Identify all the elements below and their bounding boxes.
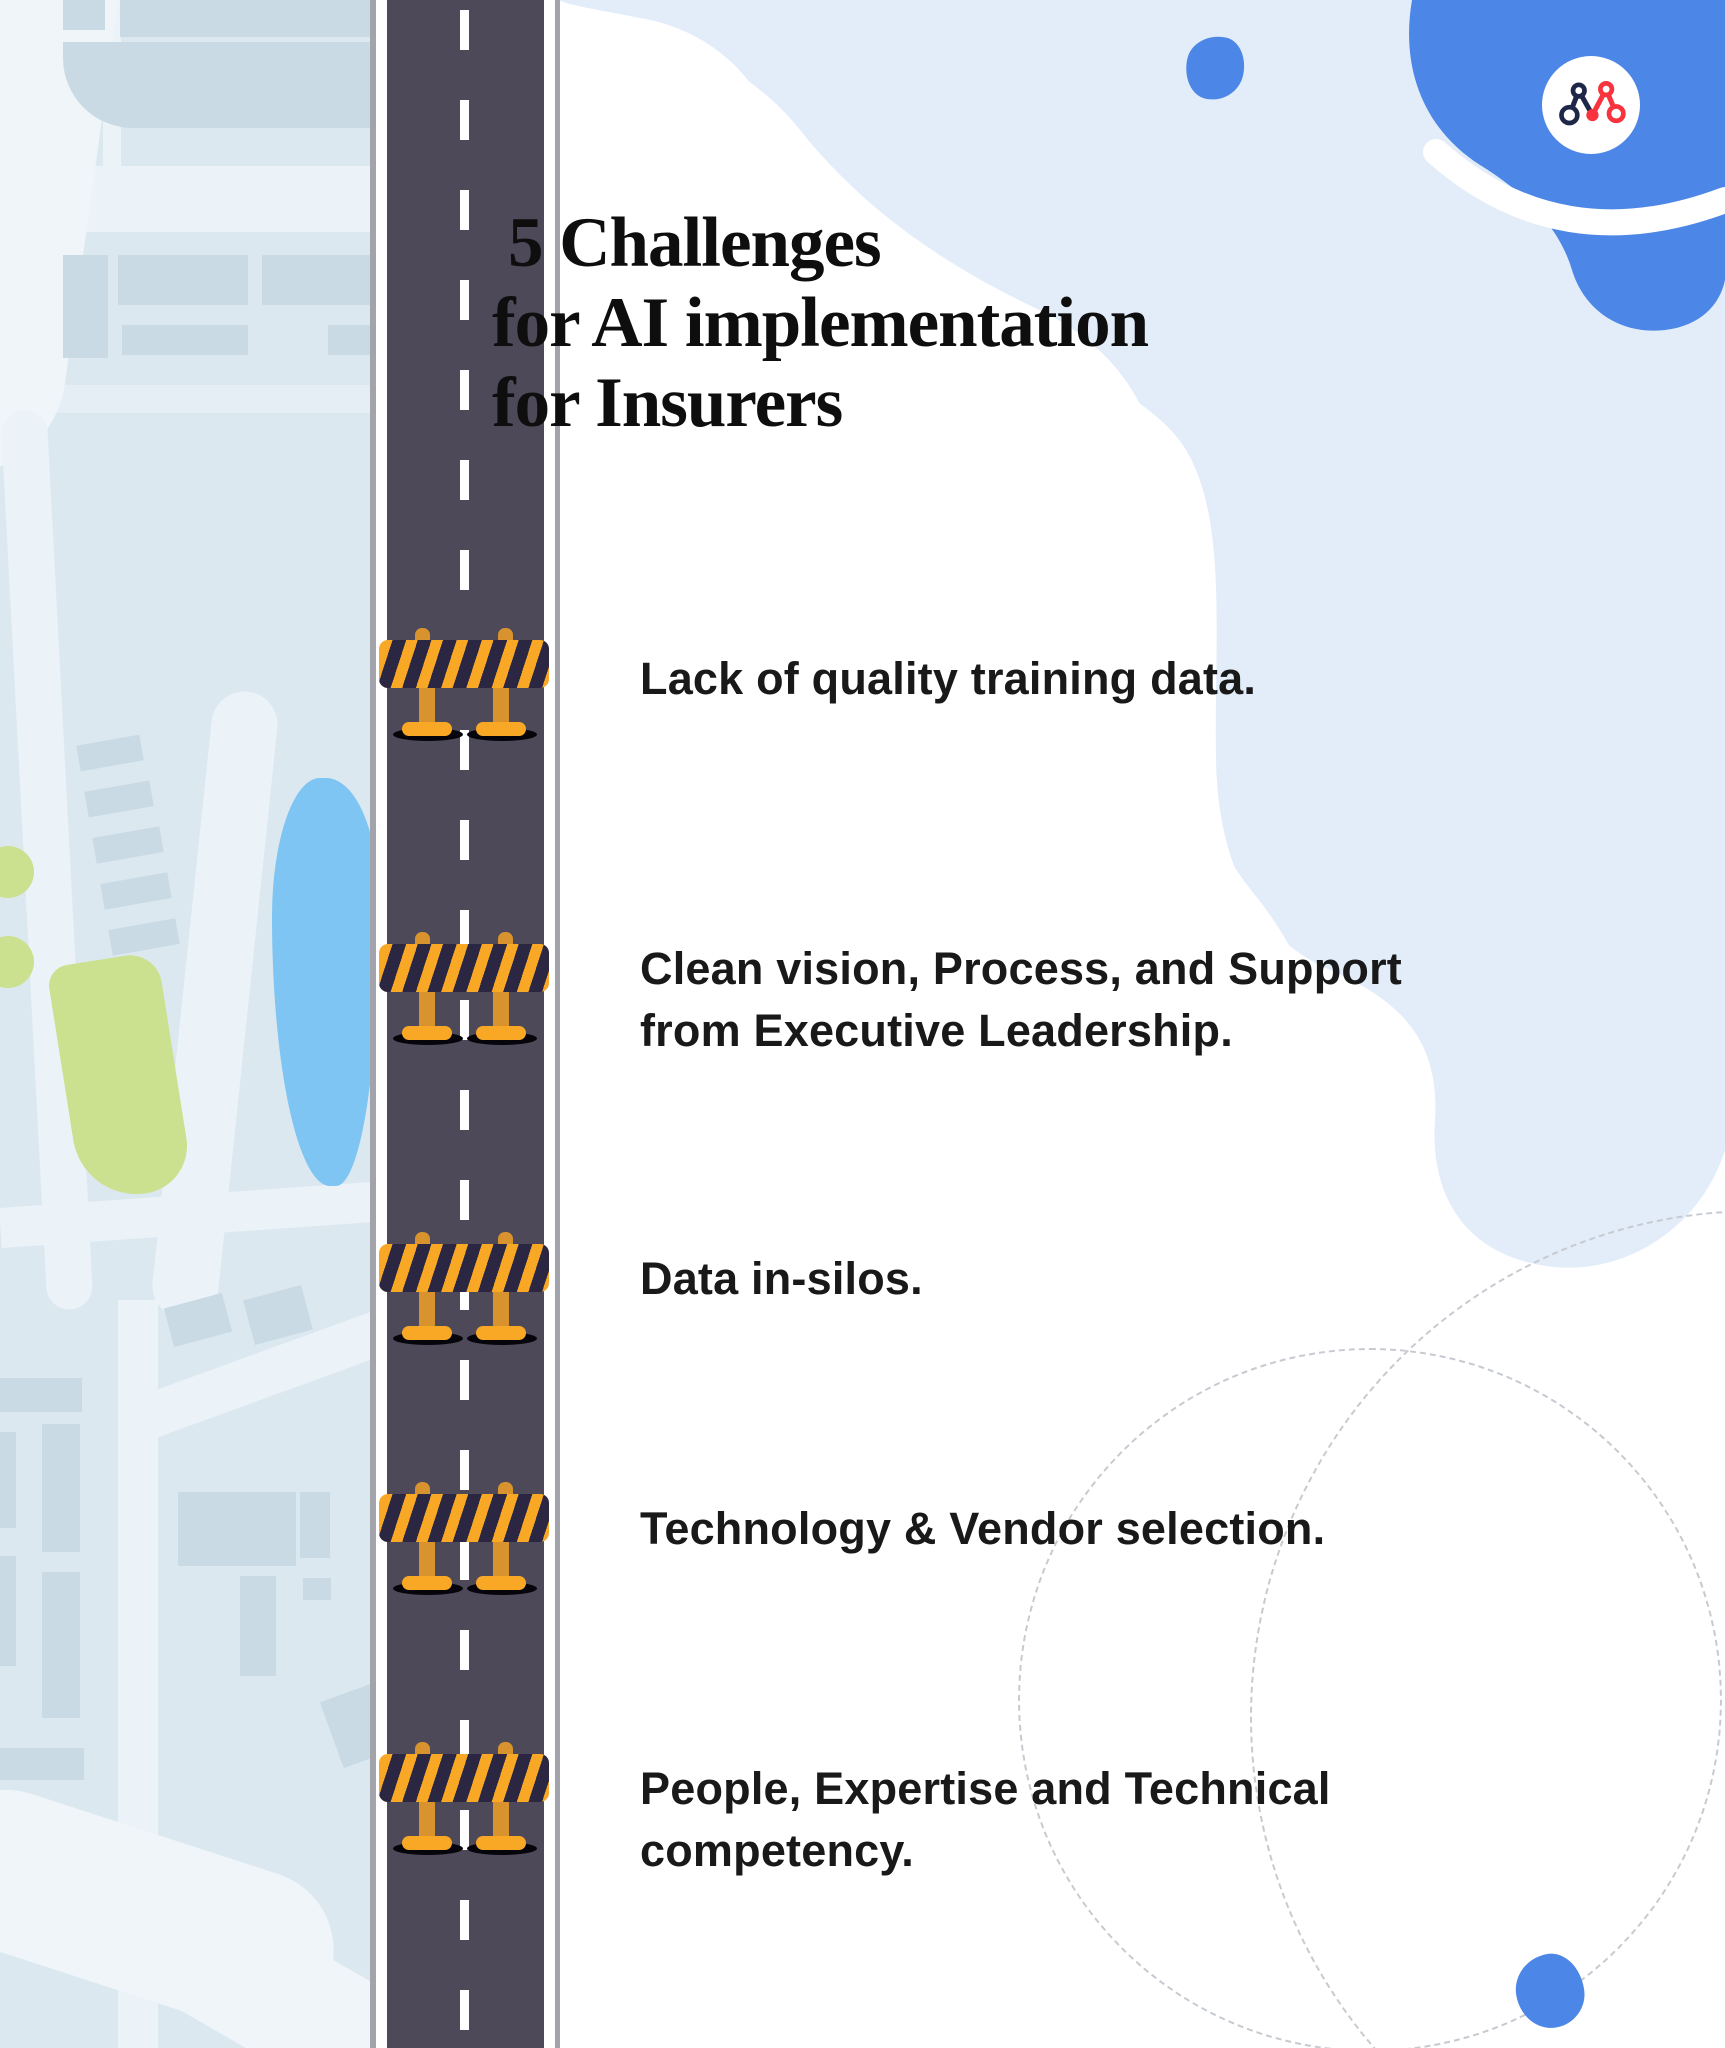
barrier-leg bbox=[419, 686, 435, 728]
map-block bbox=[303, 1578, 331, 1600]
roadblock-icon bbox=[379, 1740, 549, 1856]
barrier-foot bbox=[476, 1026, 526, 1040]
map-block bbox=[240, 1576, 276, 1676]
map-block bbox=[262, 255, 374, 305]
logo-badge bbox=[1542, 56, 1640, 154]
map-block bbox=[178, 1492, 296, 1566]
map-block bbox=[0, 1556, 16, 1666]
road-edge-line bbox=[555, 0, 560, 2048]
map-block bbox=[63, 0, 105, 30]
map-block bbox=[300, 1492, 330, 1558]
map-block bbox=[63, 42, 374, 128]
barrier-foot bbox=[402, 1326, 452, 1340]
map-block bbox=[122, 325, 248, 355]
barrier-foot bbox=[476, 1836, 526, 1850]
map-block bbox=[118, 255, 248, 305]
page-title: 5 Challenges for AI implementation for I… bbox=[492, 203, 1252, 443]
barrier-foot bbox=[476, 722, 526, 736]
molecule-logo-icon bbox=[1559, 81, 1626, 126]
barrier-foot bbox=[402, 1026, 452, 1040]
map-block bbox=[0, 1432, 16, 1528]
barrier-striped-bar bbox=[379, 1754, 549, 1802]
title-line: 5 Challenges bbox=[508, 204, 882, 282]
barrier-foot bbox=[402, 1576, 452, 1590]
challenge-item-1: Lack of quality training data. bbox=[640, 653, 1257, 704]
title-line: for AI implementation bbox=[492, 284, 1149, 362]
light-blue-blob bbox=[558, 0, 1725, 1268]
barrier-leg bbox=[419, 990, 435, 1032]
challenge-item-2: Clean vision, Process, and Support from … bbox=[640, 943, 1402, 1056]
road-shoulder-line bbox=[376, 0, 387, 2048]
title-line: for Insurers bbox=[492, 364, 843, 442]
barrier-leg bbox=[493, 990, 509, 1032]
barrier-striped-bar bbox=[379, 640, 549, 688]
barrier-foot bbox=[476, 1576, 526, 1590]
map-block bbox=[328, 325, 374, 355]
roadblock-icon bbox=[379, 626, 549, 742]
barrier-leg bbox=[493, 1290, 509, 1332]
road-edge-line bbox=[370, 0, 376, 2048]
road-shoulder-line bbox=[544, 0, 555, 2048]
white-swoosh bbox=[1423, 139, 1725, 236]
barrier-leg bbox=[493, 686, 509, 728]
barrier-foot bbox=[402, 1836, 452, 1850]
barrier-striped-bar bbox=[379, 1494, 549, 1542]
road-center-dashed-line bbox=[460, 0, 469, 2048]
barrier-striped-bar bbox=[379, 1244, 549, 1292]
map-block bbox=[120, 0, 374, 37]
barrier-striped-bar bbox=[379, 944, 549, 992]
blue-corner-blob bbox=[1409, 0, 1725, 331]
challenge-item-3: Data in-silos. bbox=[640, 1253, 923, 1304]
challenge-item-4: Technology & Vendor selection. bbox=[640, 1503, 1326, 1554]
barrier-leg bbox=[419, 1290, 435, 1332]
barrier-leg bbox=[419, 1540, 435, 1582]
barrier-foot bbox=[476, 1326, 526, 1340]
roadblock-icon bbox=[379, 1230, 549, 1346]
roadblock-icon bbox=[379, 1480, 549, 1596]
map-background bbox=[0, 0, 374, 2048]
challenge-item-5: People, Expertise and Technical competen… bbox=[640, 1763, 1331, 1876]
barrier-foot bbox=[402, 722, 452, 736]
barrier-leg bbox=[493, 1540, 509, 1582]
map-block bbox=[63, 255, 108, 358]
map-block bbox=[0, 1748, 84, 1780]
barrier-leg bbox=[419, 1800, 435, 1842]
map-block bbox=[0, 1378, 82, 1412]
map-block bbox=[42, 1572, 80, 1718]
roadblock-icon bbox=[379, 930, 549, 1046]
map-block bbox=[42, 1424, 80, 1552]
barrier-leg bbox=[493, 1800, 509, 1842]
